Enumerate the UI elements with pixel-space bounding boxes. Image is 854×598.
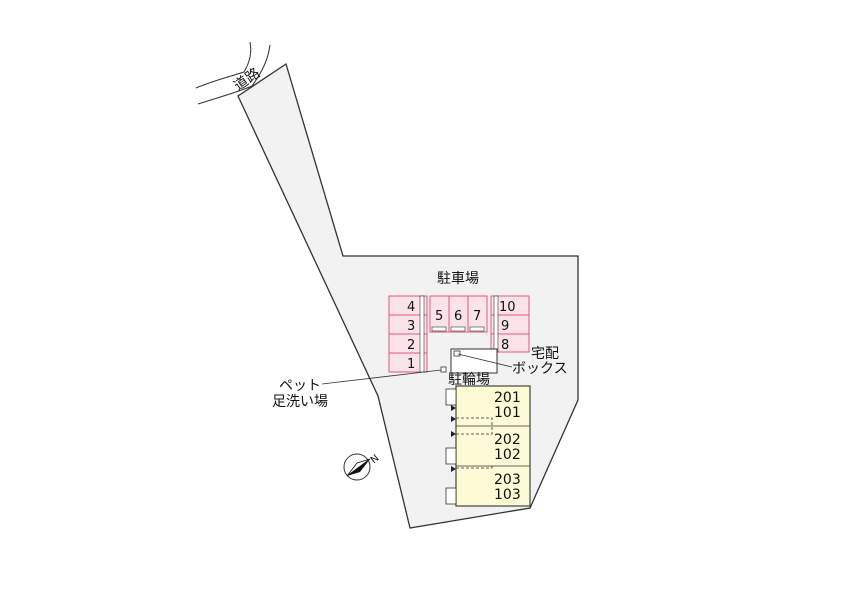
apartment-building <box>445 385 531 507</box>
unit-number: 103 <box>494 487 521 503</box>
unit-number: 203 <box>494 472 521 488</box>
parking-space-number: 3 <box>407 319 415 334</box>
parking-area-label: 駐車場 <box>437 270 479 287</box>
delivery-box-label: 宅配 <box>531 346 559 362</box>
parking-space-number: 7 <box>473 309 481 324</box>
parking-block-right: 10 9 8 <box>490 295 530 353</box>
unit-number: 101 <box>494 405 521 421</box>
delivery-box-icon <box>453 350 461 357</box>
pet-wash-label: ペット <box>279 378 321 394</box>
parking-space-number: 6 <box>454 309 462 324</box>
parking-space-number: 9 <box>501 319 509 334</box>
parking-block-left: 4 3 2 1 <box>388 295 428 373</box>
delivery-box-label: ボックス <box>512 361 568 377</box>
unit-number: 102 <box>494 447 521 463</box>
north-compass-icon <box>343 453 371 481</box>
parking-block-middle: 5 6 7 <box>429 295 488 333</box>
unit-number: 202 <box>494 432 521 448</box>
parking-space-number: 4 <box>407 300 415 315</box>
parking-space-number: 8 <box>501 338 509 353</box>
pet-wash-label: 足洗い場 <box>272 394 328 410</box>
parking-space-number: 10 <box>499 300 516 315</box>
parking-space-number: 1 <box>407 357 415 372</box>
unit-number: 201 <box>494 390 521 406</box>
north-label: N <box>369 453 382 466</box>
pet-wash-icon <box>440 366 447 373</box>
bike-parking-label: 駐輪場 <box>448 371 490 388</box>
parking-space-number: 2 <box>407 338 415 353</box>
parking-space-number: 5 <box>435 309 443 324</box>
